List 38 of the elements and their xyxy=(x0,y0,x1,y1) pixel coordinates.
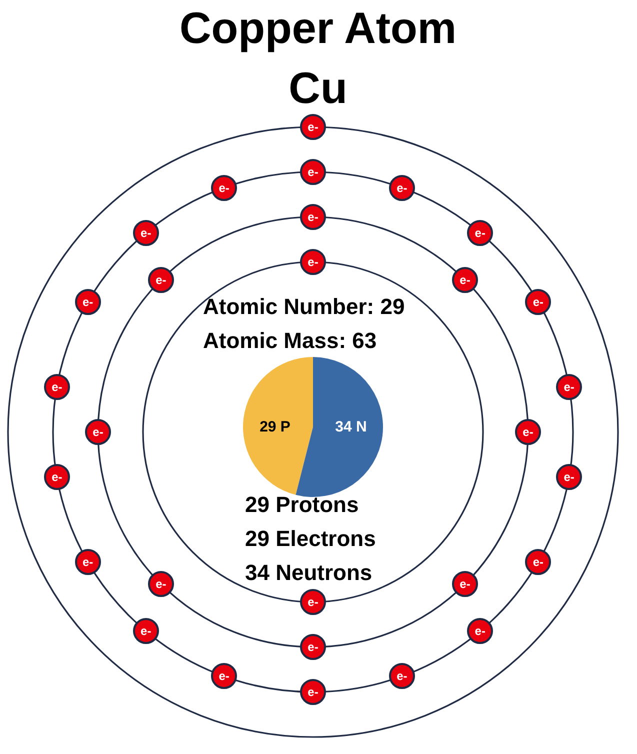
electron: e- xyxy=(211,663,238,690)
atomic-info: Atomic Mass: 63 xyxy=(203,328,377,354)
electron: e- xyxy=(467,618,494,644)
electron: e- xyxy=(74,289,101,315)
electron: e- xyxy=(556,464,582,490)
electron: e- xyxy=(452,266,478,293)
electron: e- xyxy=(132,618,159,644)
electron: e- xyxy=(525,549,552,575)
electron: e- xyxy=(300,204,326,230)
electron: e- xyxy=(300,249,326,275)
electron: e- xyxy=(300,679,326,705)
particle-count: 29 Protons xyxy=(245,492,359,518)
atomic-info: Atomic Number: 29 xyxy=(203,294,405,320)
title: Copper Atom xyxy=(179,4,457,54)
electron: e- xyxy=(74,549,101,575)
slice-label: 34 N xyxy=(335,418,367,436)
electron: e- xyxy=(300,114,326,140)
electron: e- xyxy=(515,419,541,445)
electron: e- xyxy=(300,159,326,185)
electron: e- xyxy=(211,174,238,201)
electron: e- xyxy=(85,419,111,445)
electron: e- xyxy=(300,634,326,660)
electron: e- xyxy=(467,220,494,246)
slice-label: 29 P xyxy=(260,418,290,436)
electron: e- xyxy=(148,571,174,598)
electron: e- xyxy=(148,266,174,293)
electron: e- xyxy=(300,589,326,615)
particle-count: 34 Neutrons xyxy=(245,560,372,586)
electron: e- xyxy=(132,220,159,246)
title: Cu xyxy=(288,64,348,114)
electron: e- xyxy=(525,289,552,315)
electron: e- xyxy=(388,174,415,201)
electron: e- xyxy=(452,571,478,598)
particle-count: 29 Electrons xyxy=(245,526,376,552)
electron: e- xyxy=(556,374,582,400)
electron: e- xyxy=(44,464,70,490)
electron: e- xyxy=(388,663,415,690)
electron: e- xyxy=(44,374,70,400)
